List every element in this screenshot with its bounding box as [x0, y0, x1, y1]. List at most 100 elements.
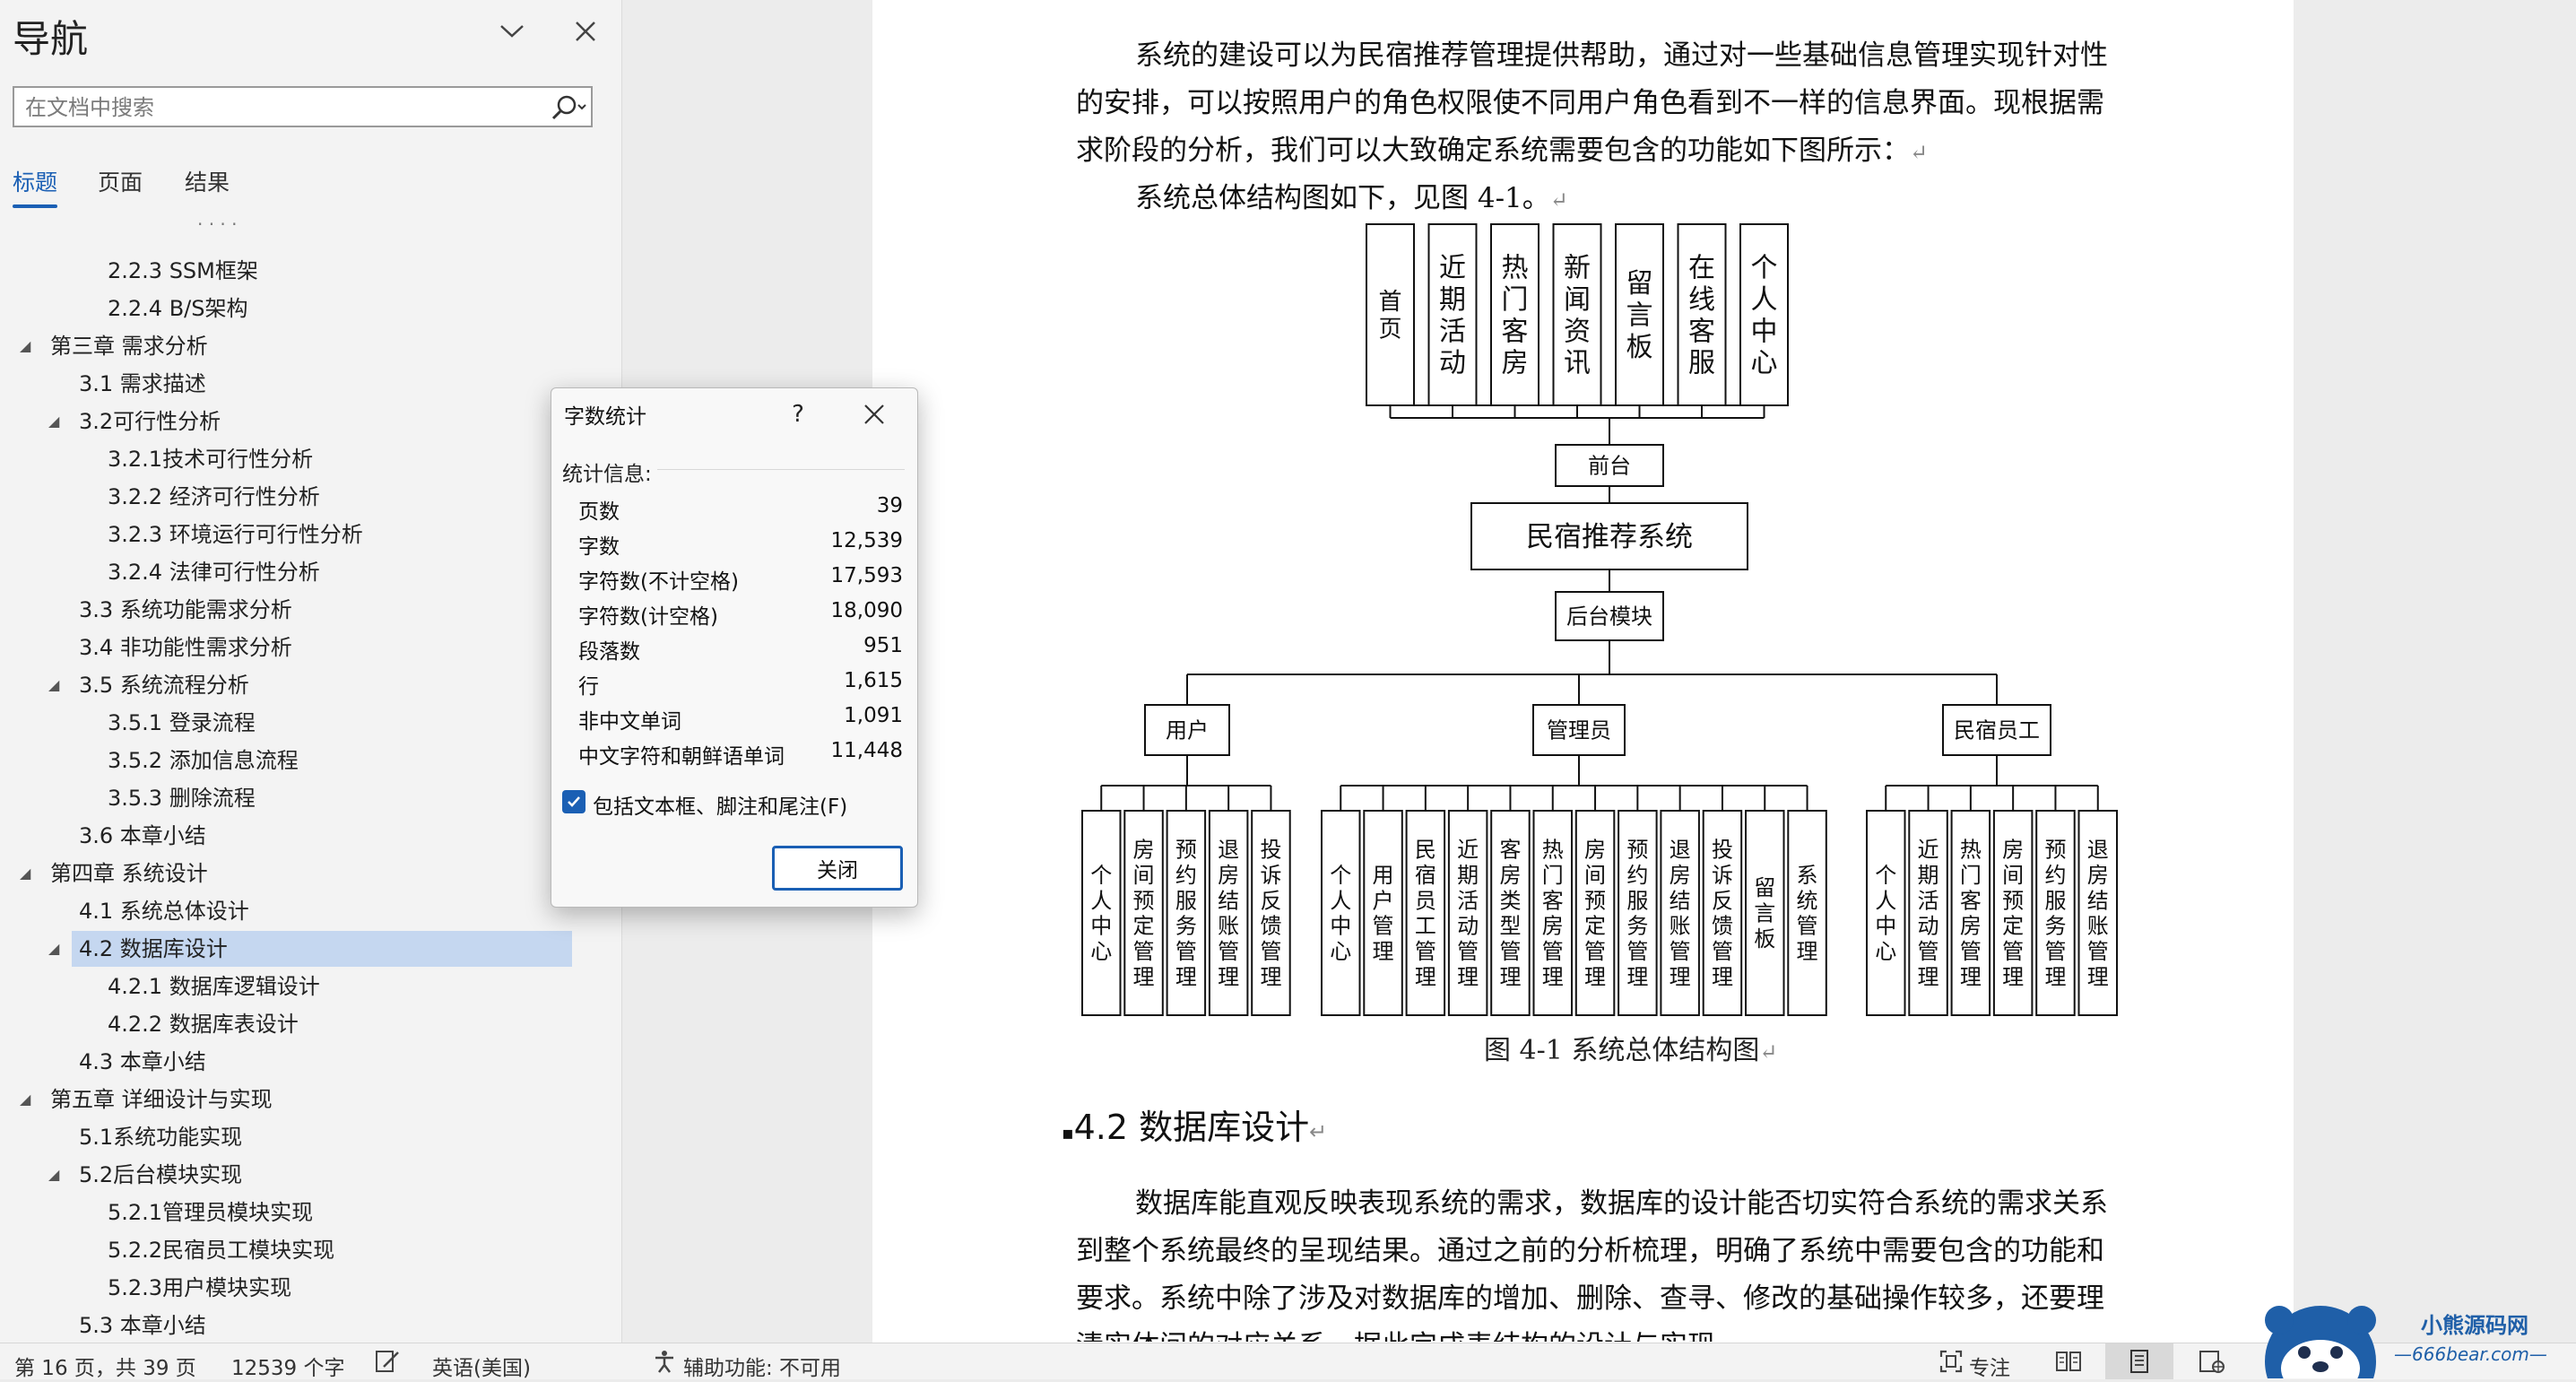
svg-text:管: 管 [1175, 939, 1197, 964]
svg-text:个: 个 [1751, 253, 1778, 284]
heading-tree-item-label: 2.2.3 SSM框架 [108, 258, 258, 283]
proofing-icon[interactable] [375, 1349, 402, 1379]
heading-tree-item[interactable]: 5.2.1管理员模块实现 [0, 1195, 610, 1230]
heading-tree-item[interactable]: ◢5.2后台模块实现 [0, 1157, 610, 1193]
tab-results[interactable]: 结果 [185, 169, 230, 196]
focus-mode-button[interactable]: 专注 [1969, 1357, 2010, 1380]
dialog-close-icon[interactable] [847, 392, 901, 437]
nav-title: 导航 [13, 17, 89, 61]
collapse-triangle-icon[interactable]: ◢ [48, 413, 60, 430]
svg-text:系: 系 [1797, 863, 1818, 888]
heading-tree-item[interactable]: 3.5.3 删除流程 [0, 780, 610, 816]
heading-tree-item[interactable]: 3.3 系统功能需求分析 [0, 592, 610, 628]
svg-text:服: 服 [1688, 348, 1715, 379]
svg-text:期: 期 [1439, 284, 1466, 316]
help-button[interactable]: ? [792, 401, 804, 428]
svg-text:个: 个 [1330, 863, 1351, 888]
heading-tree-item[interactable]: 3.2.2 经济可行性分析 [0, 479, 610, 515]
heading-tree-item[interactable]: 5.2.3用户模块实现 [0, 1270, 610, 1306]
heading-tree-item[interactable]: 3.1 需求描述 [0, 366, 610, 402]
print-layout-icon[interactable] [2105, 1343, 2173, 1379]
collapse-triangle-icon[interactable]: ◢ [20, 337, 31, 354]
heading-tree-item[interactable]: 3.5.2 添加信息流程 [0, 743, 610, 778]
heading-tree-item[interactable]: 2.2.3 SSM框架 [0, 253, 610, 289]
close-button[interactable]: 关闭 [772, 846, 903, 891]
collapse-triangle-icon[interactable]: ◢ [48, 1166, 60, 1183]
page-info[interactable]: 第 16 页，共 39 页 [14, 1357, 196, 1380]
heading-tree-item-label: 3.5.1 登录流程 [108, 710, 256, 735]
heading-tree-item[interactable]: 3.2.1技术可行性分析 [0, 441, 610, 477]
collapse-triangle-icon[interactable]: ◢ [48, 940, 60, 957]
heading-tree-item[interactable]: 5.2.2民宿员工模块实现 [0, 1232, 610, 1268]
svg-text:管: 管 [1918, 939, 1939, 964]
svg-text:房: 房 [2002, 838, 2024, 863]
tab-headings[interactable]: 标题 [13, 169, 58, 196]
section-heading: ▪4.2 数据库设计↵ [1062, 1108, 1328, 1147]
focus-icon[interactable] [1939, 1349, 1964, 1379]
nav-options-chevron-icon[interactable] [490, 9, 534, 54]
svg-text:管: 管 [1260, 939, 1281, 964]
heading-tree-item[interactable]: 4.3 本章小结 [0, 1044, 610, 1080]
collapse-triangle-icon[interactable]: ◢ [48, 676, 60, 693]
svg-text:型: 型 [1499, 914, 1521, 939]
collapse-triangle-icon[interactable]: ◢ [20, 865, 31, 882]
heading-tree-item[interactable]: ◢第五章 详细设计与实现 [0, 1082, 610, 1117]
svg-text:理: 理 [1499, 964, 1521, 989]
heading-tree-item[interactable]: 3.5.1 登录流程 [0, 705, 610, 741]
svg-text:中: 中 [1330, 914, 1351, 939]
heading-tree-item[interactable]: 4.1 系统总体设计 [0, 893, 610, 929]
heading-tree-item[interactable]: 4.2.1 数据库逻辑设计 [0, 969, 610, 1004]
svg-text:理: 理 [1542, 964, 1564, 989]
svg-text:房: 房 [1499, 863, 1521, 888]
svg-text:留: 留 [1754, 875, 1775, 900]
stat-row: 字符数(不计空格)17,593 [578, 559, 903, 594]
web-layout-icon[interactable] [2199, 1349, 2225, 1379]
heading-tree-item[interactable]: 4.2.2 数据库表设计 [0, 1006, 610, 1042]
collapse-triangle-icon[interactable]: ◢ [20, 1091, 31, 1108]
heading-tree-item[interactable]: 3.2.3 环境运行可行性分析 [0, 517, 610, 552]
heading-tree-item[interactable]: ◢第四章 系统设计 [0, 856, 610, 891]
stat-label: 段落数 [578, 640, 640, 664]
front-box: 前台 [1555, 444, 1664, 487]
stat-label: 页数 [578, 500, 620, 524]
tab-pages[interactable]: 页面 [98, 169, 143, 196]
svg-text:动: 动 [1918, 914, 1939, 939]
search-icon[interactable] [549, 93, 588, 122]
heading-tree-item[interactable]: 2.2.4 B/S架构 [0, 291, 610, 326]
svg-text:房: 房 [2087, 863, 2109, 888]
heading-tree-item-label: 4.2.1 数据库逻辑设计 [108, 974, 320, 999]
heading-tree-item[interactable]: 3.4 非功能性需求分析 [0, 630, 610, 665]
svg-text:服: 服 [1175, 888, 1197, 913]
heading-tree-item[interactable]: 3.2.4 法律可行性分析 [0, 554, 610, 590]
accessibility-status[interactable]: 辅助功能: 不可用 [683, 1357, 842, 1380]
heading-tree-item-label: 第三章 需求分析 [50, 334, 208, 359]
svg-text:动: 动 [1457, 914, 1479, 939]
search-input[interactable] [23, 91, 547, 124]
nav-close-icon[interactable] [563, 9, 608, 54]
heading-tree-item-label: 3.2.2 经济可行性分析 [108, 484, 320, 509]
stat-value: 1,091 [844, 704, 903, 727]
heading-tree-item[interactable]: 3.6 本章小结 [0, 818, 610, 854]
heading-tree-item[interactable]: 5.1系统功能实现 [0, 1119, 610, 1155]
include-textboxes-checkbox[interactable] [562, 790, 585, 813]
svg-text:理: 理 [1918, 964, 1939, 989]
heading-tree-item[interactable]: ◢3.5 系统流程分析 [0, 667, 610, 703]
heading-tree-item[interactable]: 5.3 本章小结 [0, 1308, 610, 1339]
checkbox-label[interactable]: 包括文本框、脚注和尾注(F) [593, 795, 848, 819]
svg-text:民宿员工: 民宿员工 [1954, 717, 2040, 743]
language-status[interactable]: 英语(美国) [432, 1357, 531, 1380]
heading-tree-item[interactable]: ◢4.2 数据库设计 [48, 931, 572, 967]
heading-tree-item[interactable]: ◢3.2可行性分析 [0, 404, 610, 439]
svg-text:动: 动 [1439, 348, 1466, 379]
word-count-status[interactable]: 12539 个字 [231, 1357, 345, 1380]
heading-tree-item[interactable]: ◢ 第三章 需求分析 [0, 328, 610, 364]
group-box: 用户 [1144, 704, 1230, 756]
read-mode-icon[interactable] [2055, 1349, 2082, 1379]
